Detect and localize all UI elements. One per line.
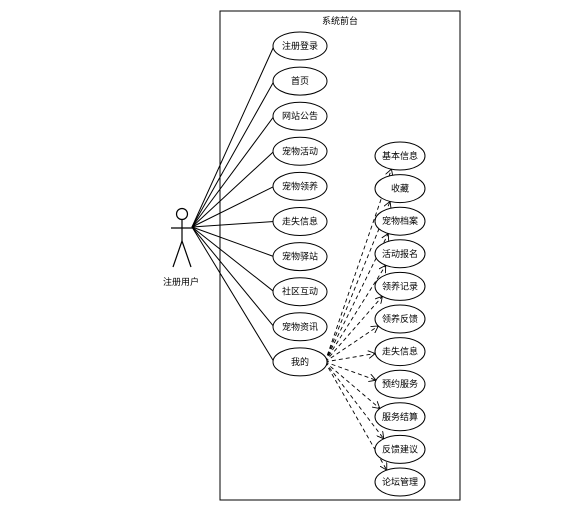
use-case-ellipse xyxy=(272,171,328,201)
use-case-label: 论坛管理 xyxy=(382,476,418,488)
use-case-site-notice[interactable]: 网站公告 xyxy=(272,101,328,131)
dependency-line-adoption-feedback xyxy=(324,326,378,363)
actor-head xyxy=(175,207,189,221)
use-case-ellipse xyxy=(272,101,328,131)
association-line-pet-activity xyxy=(191,150,275,228)
use-case-label: 领养记录 xyxy=(382,280,418,292)
dependency-line-activity-signup xyxy=(324,265,386,363)
use-case-ellipse xyxy=(374,206,426,236)
use-case-label: 宠物档案 xyxy=(382,215,418,227)
use-case-activity-signup[interactable]: 活动报名 xyxy=(374,239,426,269)
use-case-pet-station[interactable]: 宠物驿站 xyxy=(272,242,328,272)
use-case-ellipse xyxy=(272,242,328,272)
use-case-ellipse xyxy=(374,174,426,204)
use-case-pet-news[interactable]: 宠物资讯 xyxy=(272,312,328,342)
use-case-register-login[interactable]: 注册登录 xyxy=(272,31,328,61)
use-case-label: 预约服务 xyxy=(382,378,418,390)
use-case-lost-info-2[interactable]: 走失信息 xyxy=(374,337,426,367)
use-case-label: 服务结算 xyxy=(382,411,418,423)
use-case-label: 注册登录 xyxy=(282,40,318,52)
actor-label: 注册用户 xyxy=(163,276,199,288)
use-case-ellipse xyxy=(272,31,328,61)
use-case-ellipse xyxy=(374,402,426,432)
use-case-label: 宠物资讯 xyxy=(282,321,318,333)
dependency-line-service-settlement xyxy=(324,361,380,409)
association-line-register-login xyxy=(191,45,275,228)
use-case-feedback-suggestion[interactable]: 反馈建议 xyxy=(374,434,426,464)
system-title: 系统前台 xyxy=(322,15,358,27)
dependency-line-booking-service xyxy=(324,361,376,380)
use-case-label: 宠物驿站 xyxy=(282,251,318,263)
dependency-line-lost-info-2 xyxy=(324,354,375,363)
dependency-line-adoption-records xyxy=(324,296,382,363)
use-case-pet-activity[interactable]: 宠物活动 xyxy=(272,136,328,166)
use-case-adoption-records[interactable]: 领养记录 xyxy=(374,271,426,301)
use-case-ellipse xyxy=(374,271,426,301)
use-case-ellipse xyxy=(272,347,328,377)
use-case-ellipse xyxy=(374,239,426,269)
association-line-home xyxy=(191,80,275,228)
association-line-lost-info xyxy=(191,221,275,228)
dependency-line-feedback-suggestion xyxy=(324,361,384,439)
actor-registered-user[interactable]: 注册用户 xyxy=(163,207,199,289)
dependency-line-basic-info xyxy=(324,169,391,363)
use-case-mine[interactable]: 我的 xyxy=(272,347,328,377)
use-case-label: 收藏 xyxy=(391,183,409,195)
use-case-ellipse xyxy=(272,207,328,236)
use-case-home[interactable]: 首页 xyxy=(272,66,328,96)
use-case-label: 社区互动 xyxy=(282,286,318,298)
association-line-pet-news xyxy=(191,226,275,328)
association-line-pet-station xyxy=(191,226,275,258)
actor-right-leg xyxy=(181,240,192,268)
association-lines xyxy=(191,45,275,363)
use-case-pet-files[interactable]: 宠物档案 xyxy=(374,206,426,236)
use-case-label: 走失信息 xyxy=(282,216,318,228)
use-case-label: 网站公告 xyxy=(282,110,318,122)
association-line-site-notice xyxy=(191,115,275,228)
use-case-label: 基本信息 xyxy=(382,150,418,162)
use-case-ellipse xyxy=(374,467,426,497)
system-boundary xyxy=(219,10,461,501)
use-case-adoption-feedback[interactable]: 领养反馈 xyxy=(374,304,426,334)
use-case-label: 反馈建议 xyxy=(382,443,418,455)
use-case-label: 宠物活动 xyxy=(282,145,318,157)
use-case-ellipse xyxy=(374,369,426,399)
use-case-ellipse xyxy=(374,434,426,464)
use-case-label: 宠物领养 xyxy=(282,180,318,192)
association-line-community xyxy=(191,226,275,293)
use-case-favorites[interactable]: 收藏 xyxy=(374,174,426,204)
use-case-ellipse xyxy=(272,66,328,96)
use-case-forum-management[interactable]: 论坛管理 xyxy=(374,467,426,497)
use-case-label: 活动报名 xyxy=(382,248,418,260)
actor-left-leg xyxy=(172,240,183,268)
use-case-lost-info[interactable]: 走失信息 xyxy=(272,207,328,236)
mine-sub-use-cases: 基本信息收藏宠物档案活动报名领养记录领养反馈走失信息预约服务服务结算反馈建议论坛… xyxy=(374,141,426,497)
use-case-service-settlement[interactable]: 服务结算 xyxy=(374,402,426,432)
association-line-mine xyxy=(191,226,275,363)
use-case-ellipse xyxy=(272,277,328,307)
use-case-label: 走失信息 xyxy=(382,346,418,358)
use-case-booking-service[interactable]: 预约服务 xyxy=(374,369,426,399)
use-case-ellipse xyxy=(272,312,328,342)
dependency-lines xyxy=(324,169,391,470)
dependency-line-favorites xyxy=(324,201,390,363)
use-case-ellipse xyxy=(374,304,426,334)
use-case-ellipse xyxy=(272,136,328,166)
use-case-pet-adoption[interactable]: 宠物领养 xyxy=(272,171,328,201)
association-line-pet-adoption xyxy=(191,185,275,228)
use-case-community[interactable]: 社区互动 xyxy=(272,277,328,307)
use-case-basic-info[interactable]: 基本信息 xyxy=(374,141,426,171)
use-case-ellipse xyxy=(374,337,426,367)
use-case-label: 首页 xyxy=(291,75,309,87)
use-case-ellipse xyxy=(374,141,426,171)
use-case-label: 我的 xyxy=(291,356,309,368)
use-case-label: 领养反馈 xyxy=(382,313,418,325)
